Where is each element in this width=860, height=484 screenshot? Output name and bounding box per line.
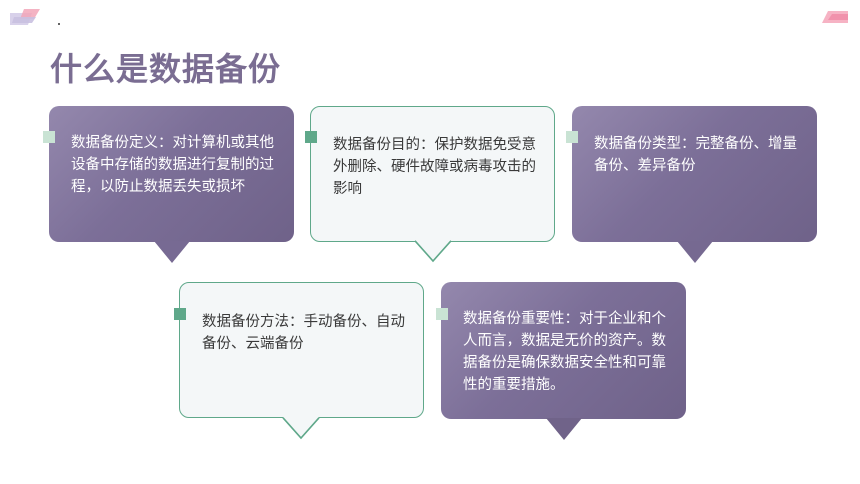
corner-decoration-right-icon	[822, 11, 848, 23]
card-importance: 数据备份重要性：对于企业和个人而言，数据是无价的资产。数据备份是确保数据安全性和…	[441, 282, 686, 419]
corner-decoration-left-icon	[10, 9, 40, 25]
card-definition-marker	[43, 131, 55, 143]
card-importance-text: 数据备份重要性：对于企业和个人而言，数据是无价的资产。数据备份是确保数据安全性和…	[463, 311, 666, 393]
card-definition-text: 数据备份定义：对计算机或其他设备中存储的数据进行复制的过程，以防止数据丢失或损坏	[71, 135, 274, 195]
card-purpose-marker	[305, 131, 317, 143]
card-methods: 数据备份方法：手动备份、自动备份、云端备份	[179, 282, 424, 418]
card-purpose-pointer	[414, 240, 452, 263]
card-types-pointer	[677, 241, 713, 263]
card-types: 数据备份类型：完整备份、增量备份、差异备份	[572, 106, 817, 242]
card-purpose-text: 数据备份目的：保护数据免受意外删除、硬件故障或病毒攻击的影响	[333, 137, 536, 197]
card-purpose: 数据备份目的：保护数据免受意外删除、硬件故障或病毒攻击的影响	[310, 106, 555, 242]
card-importance-pointer	[546, 418, 582, 440]
card-methods-text: 数据备份方法：手动备份、自动备份、云端备份	[202, 314, 405, 352]
card-methods-pointer	[282, 417, 320, 440]
card-methods-marker	[174, 308, 186, 320]
card-importance-marker	[436, 308, 448, 320]
decorative-dot	[58, 23, 60, 25]
card-types-text: 数据备份类型：完整备份、增量备份、差异备份	[594, 136, 797, 174]
card-types-marker	[566, 131, 578, 143]
card-definition: 数据备份定义：对计算机或其他设备中存储的数据进行复制的过程，以防止数据丢失或损坏	[49, 106, 294, 242]
slide-title: 什么是数据备份	[50, 50, 282, 88]
card-definition-pointer	[154, 241, 190, 263]
